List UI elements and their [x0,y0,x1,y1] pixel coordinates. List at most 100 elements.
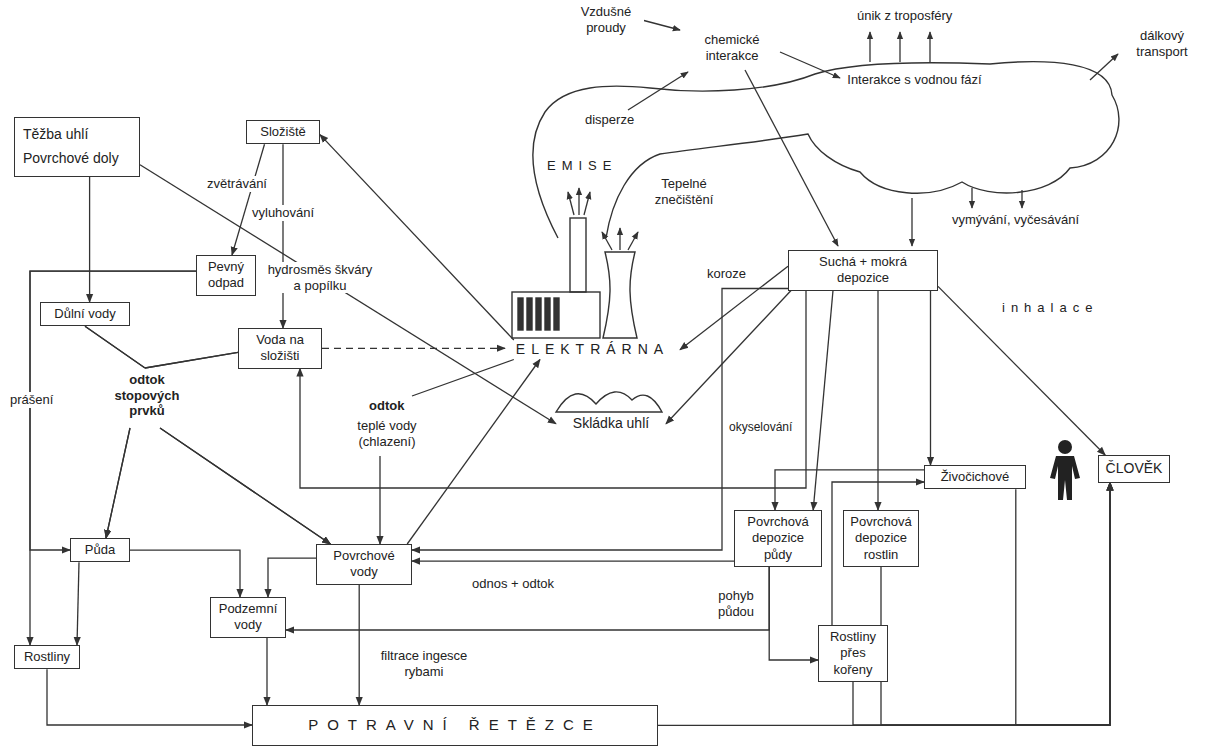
process-box: Povrchová depozice půdy [734,510,822,567]
edge-label: odnos + odtok [470,576,556,592]
power-plant [536,298,541,330]
connector [322,348,505,349]
connector [813,291,833,511]
annotation-label: únik z troposféry [855,8,954,24]
connector [266,638,267,706]
edge-label: koroze [705,266,748,282]
flow-arrow [602,232,612,250]
coal-pile [556,392,662,412]
coal-pile [556,392,662,412]
node-text: Povrchová depozice rostlin [849,514,913,563]
annotation-label: EMISE [545,158,619,174]
human-box: ČLOVĚK [1098,455,1170,483]
node-text: Živočichové [930,469,1020,485]
human-figure [1050,456,1080,500]
process-box: Voda na složišti [238,328,322,369]
connector [658,483,1110,726]
connector [268,558,316,597]
process-box: Pevný odpad [196,255,256,296]
power-plant [518,298,523,330]
connector [775,470,924,510]
annotation-label: disperze [583,112,636,128]
connector [320,135,514,340]
connector [769,567,818,660]
process-box: Povrchová depozice rostlin [843,510,919,567]
process-box: Rostliny přes kořeny [818,625,888,682]
annotation-label: teplé vody (chlazení) [345,418,429,449]
power-plant-node: ELEKTRÁRNA [505,340,680,360]
connector [130,550,240,597]
flow-arrow [780,52,840,78]
power-plant [603,252,637,338]
connector [412,560,734,561]
node-text: POTRAVNÍ ŘETĚZCE [261,716,649,735]
process-box: Podzemní vody [210,597,286,638]
flow-arrow [628,72,688,110]
flow-arrow [1090,54,1118,80]
flow-arrow [899,32,900,62]
process-box: Důlní vody [40,302,130,326]
flow-arrow [642,20,680,30]
connector [380,360,514,545]
connector [666,291,791,424]
annotation-label: odtok [367,398,406,414]
annotation-label: Interakce s vodnou fází [845,72,984,88]
annotation-label: odtok stopových prvků [100,372,194,419]
edge-label: inhalace [1000,300,1100,316]
connector [47,669,252,725]
connector [30,271,196,645]
connector [85,326,330,544]
annotation-label: Vzdušné proudy [568,4,644,35]
connector [877,291,878,511]
power-plant [512,292,600,338]
annotation-label: dálkový transport [1120,28,1204,59]
node-text: Podzemní vody [216,601,280,634]
flow-arrow [971,188,972,208]
connector [680,266,788,350]
process-box: Složiště [246,120,320,144]
annotation-label: chemické interakce [685,32,779,63]
flow-arrow [911,198,912,246]
connector [282,144,283,328]
power-plant [545,298,550,330]
flow-arrow [568,20,1118,250]
edge-label: okyselování [727,420,794,434]
process-box: Těžba uhlí Povrchové doly [14,117,140,177]
edge-label: prášení [8,392,55,408]
node-text: Těžba uhlí Povrchové doly [23,123,131,171]
flow-arrow [568,192,574,215]
annotation-label: Tepelné znečištění [642,176,726,207]
node-text: Pevný odpad [202,259,250,292]
process-box: Půda [70,538,130,562]
coal-yard-node: Skládka uhlí [556,414,666,434]
power-plant [527,298,532,330]
node-text: Rostliny přes kořeny [824,629,882,678]
food-chain-band: POTRAVNÍ ŘETĚZCE [252,705,658,746]
flow-arrow [1021,190,1022,208]
node-text: Složiště [252,124,314,140]
human-figure [1050,440,1080,500]
plume-cloud [533,62,1119,238]
flow-arrow [628,232,638,250]
node-text: Povrchové vody [322,548,406,581]
power-plant [570,218,586,292]
annotation-label: vymývání, vyčesávání [950,212,1081,228]
node-text: Povrchová depozice půdy [740,514,816,563]
flow-arrow [619,228,620,250]
node-text: ELEKTRÁRNA [508,341,677,359]
plume-cloud [533,62,1119,238]
human-figure [1058,440,1072,454]
node-text: Skládka uhlí [559,415,663,433]
node-text: Důlní vody [46,306,124,322]
connector [938,286,1105,455]
power-plant [554,298,559,330]
flow-arrow [578,188,579,215]
flow-arrow [929,32,930,62]
flow-arrow [745,70,838,246]
node-text: Rostliny [20,649,74,665]
connector [85,326,145,538]
node-text: Suchá + mokrá depozice [794,254,932,287]
connector [89,177,90,302]
flow-arrow [869,32,870,62]
